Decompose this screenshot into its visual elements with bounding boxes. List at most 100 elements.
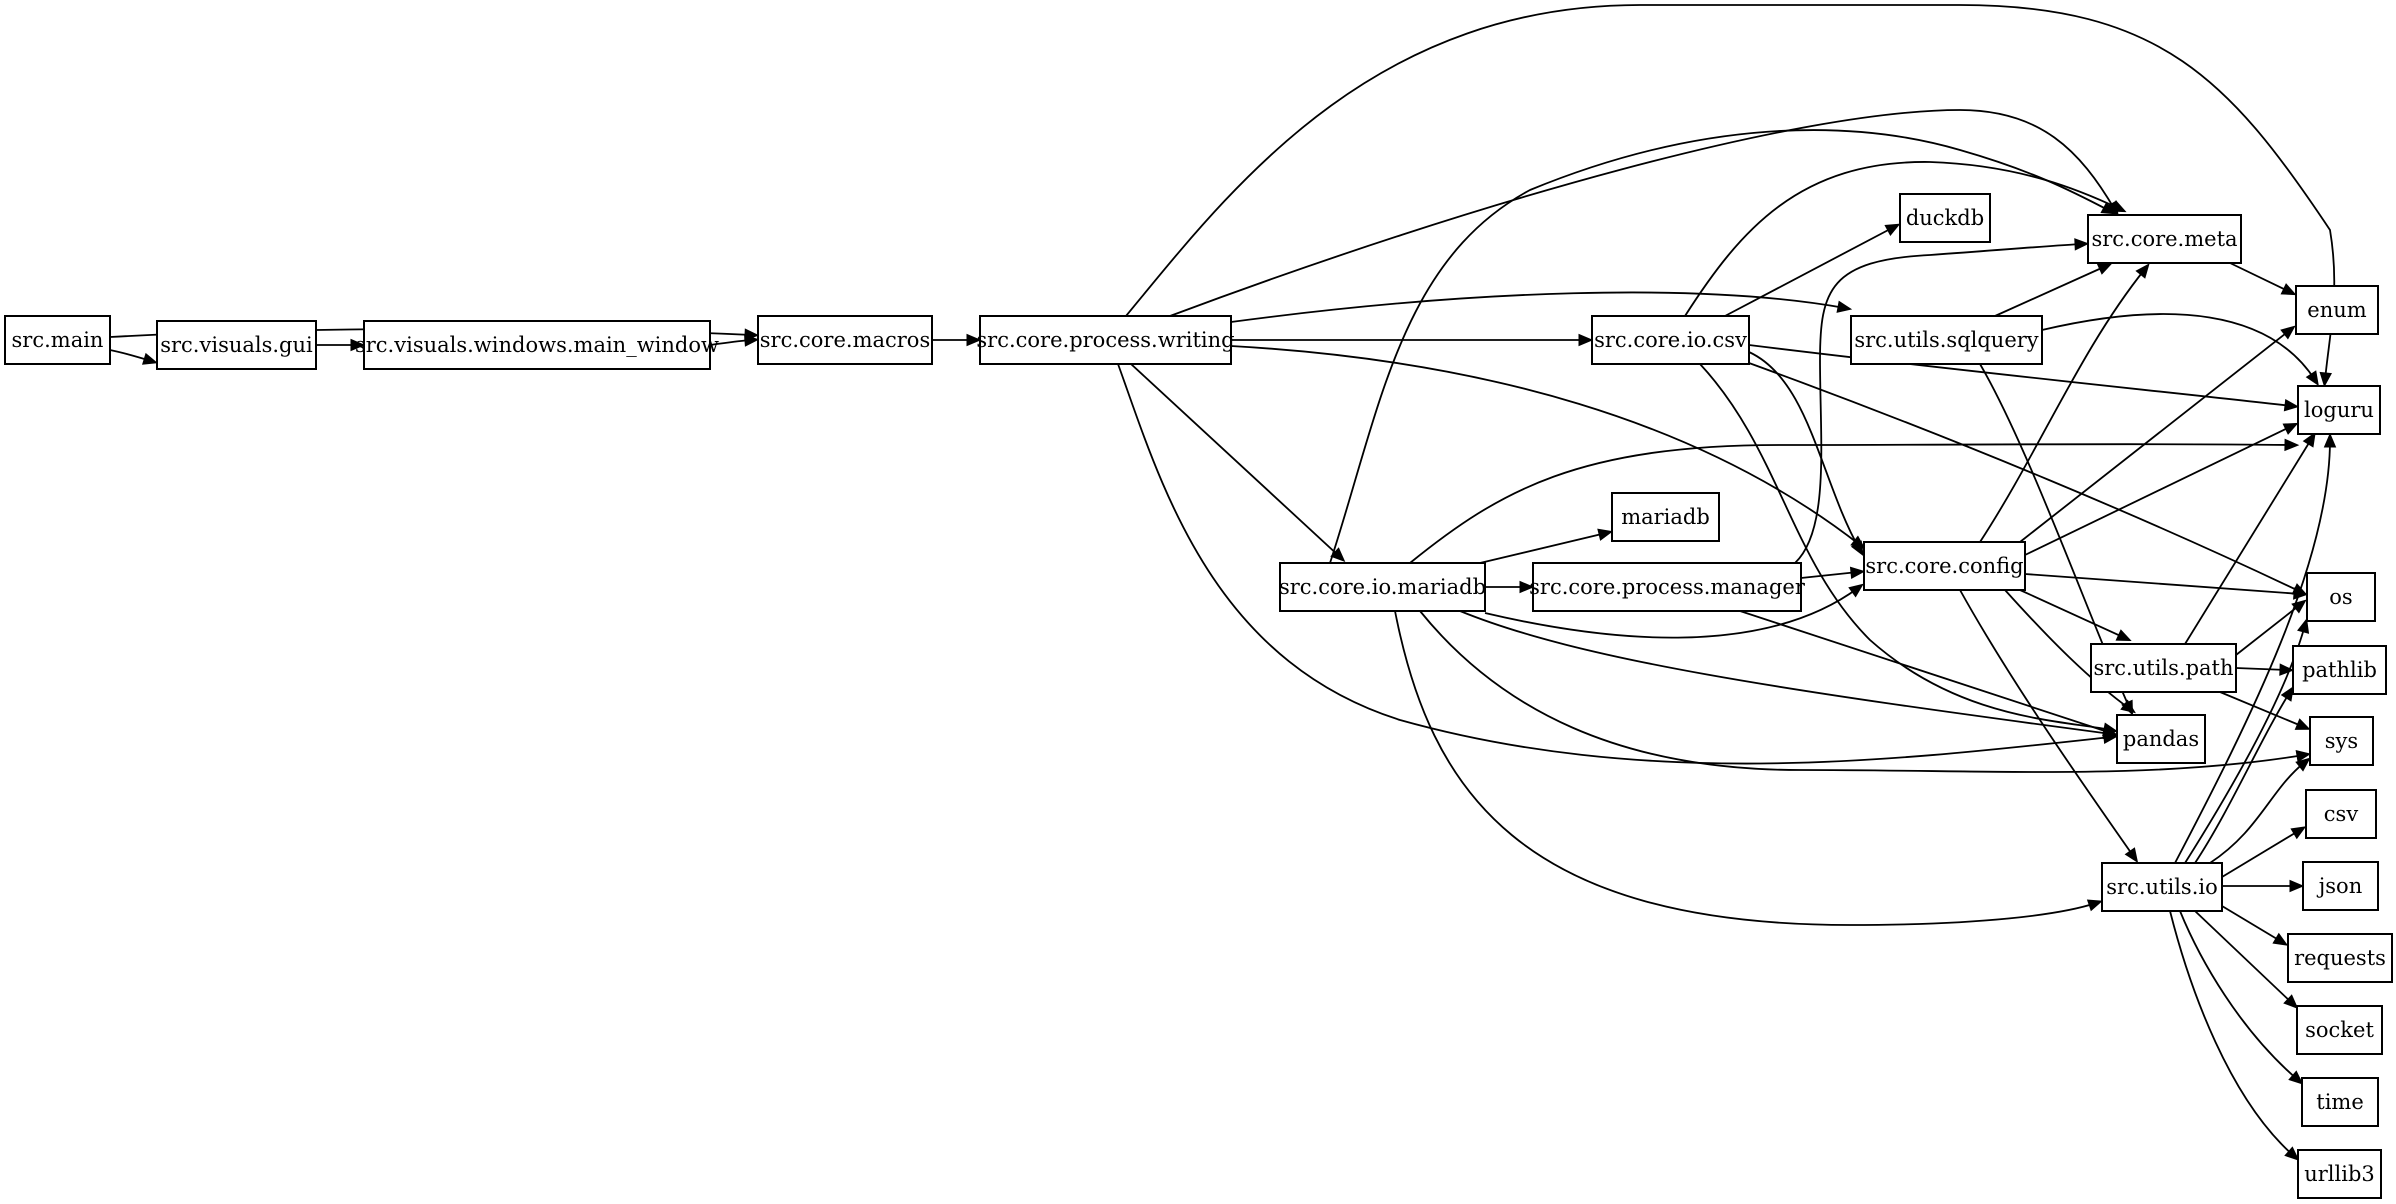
node-mariadb: mariadb	[1611, 492, 1720, 542]
node-main: src.main	[4, 315, 111, 365]
arrowhead-icon	[2294, 718, 2311, 730]
node-path: src.utils.path	[2090, 643, 2237, 693]
node-box	[1591, 315, 1750, 365]
arrowhead-icon	[2101, 724, 2118, 737]
edge-line	[1748, 344, 2293, 407]
arrowhead-icon	[1849, 566, 1866, 580]
edge-line	[1329, 129, 2111, 564]
edge-writing-to-csvmod	[1231, 333, 1594, 347]
edge-line	[1409, 443, 2293, 564]
node-label: json	[2316, 874, 2362, 898]
edge-line	[1419, 610, 2305, 773]
edge-manager-to-pandas	[1739, 610, 2118, 737]
node-label: socket	[2305, 1018, 2374, 1042]
edge-line	[1979, 268, 2146, 543]
edge-line	[2235, 667, 2288, 671]
node-csvmod: src.core.io.csv	[1591, 315, 1750, 365]
arrowhead-icon	[2284, 438, 2300, 452]
edge-io-to-pathlib	[2194, 685, 2294, 864]
edge-io-to-socket	[2194, 910, 2299, 1009]
node-pandas: pandas	[2116, 714, 2206, 764]
node-label: duckdb	[1906, 206, 1984, 230]
edge-line	[1724, 226, 1895, 317]
edge-line	[1479, 532, 1607, 564]
node-box	[757, 315, 933, 365]
arrowhead-icon	[2280, 685, 2294, 702]
edge-mariadbmod-to-manager	[1485, 580, 1535, 594]
arrowhead-icon	[2086, 899, 2103, 912]
node-macros: src.core.macros	[757, 315, 933, 365]
node-box	[2297, 385, 2381, 435]
arrowhead-icon	[2283, 398, 2300, 412]
edge-writing-to-config	[1230, 345, 1866, 550]
node-pathlib: pathlib	[2292, 645, 2387, 695]
edge-csvmod-to-loguru	[1748, 344, 2300, 412]
arrowhead-icon	[2302, 431, 2316, 448]
node-box	[2302, 861, 2379, 911]
edge-io-to-time	[2179, 910, 2304, 1085]
arrowhead-icon	[2305, 370, 2319, 387]
node-label: src.utils.io	[2106, 875, 2217, 899]
node-box	[1279, 562, 1486, 612]
edge-line	[1959, 589, 2135, 858]
edge-line	[2004, 589, 2131, 710]
node-box	[1850, 315, 2043, 365]
arrowhead-icon	[2283, 994, 2299, 1009]
arrowhead-icon	[2074, 238, 2090, 251]
edge-csvmod-to-config	[1748, 351, 1864, 557]
edges-layer	[109, 4, 2337, 1161]
arrowhead-icon	[2280, 325, 2296, 340]
node-label: requests	[2294, 946, 2386, 970]
edge-io-to-json	[2222, 879, 2305, 893]
node-label: src.main	[12, 328, 104, 352]
arrowhead-icon	[2135, 263, 2150, 279]
node-box	[2116, 714, 2206, 764]
edge-meta-to-enum	[2229, 262, 2297, 296]
arrowhead-icon	[2096, 262, 2113, 275]
edge-mariadbmod-to-loguru	[1409, 438, 2300, 564]
edge-line	[1125, 4, 2336, 381]
node-box	[2101, 862, 2223, 912]
node-box	[156, 320, 317, 370]
node-label: urllib3	[2304, 1162, 2375, 1186]
edge-line	[2184, 437, 2313, 645]
node-json: json	[2302, 861, 2379, 911]
node-meta: src.core.meta	[2087, 214, 2242, 264]
edge-io-to-loguru	[2174, 432, 2337, 864]
edge-config-to-enum	[2019, 325, 2296, 543]
arrowhead-icon	[2319, 371, 2333, 388]
node-gui: src.visuals.gui	[156, 320, 317, 370]
edge-line	[2019, 589, 2126, 639]
node-label: src.core.config	[1865, 554, 2023, 578]
arrowhead-icon	[1597, 528, 1614, 541]
edge-line	[1459, 610, 2112, 735]
edge-io-to-csv	[2221, 826, 2307, 878]
node-time: time	[2301, 1077, 2379, 1127]
node-label: pandas	[2123, 727, 2199, 751]
node-box	[2296, 1005, 2383, 1055]
edge-line	[2041, 313, 2316, 381]
edge-csvmod-to-meta	[1684, 161, 2127, 317]
node-label: os	[2329, 585, 2352, 609]
edge-io-to-urllib3	[2169, 910, 2300, 1161]
node-writing: src.core.process.writing	[976, 315, 1235, 365]
edge-line	[2024, 425, 2293, 556]
arrowhead-icon	[966, 333, 982, 347]
arrowhead-icon	[744, 334, 760, 347]
node-requests: requests	[2287, 933, 2393, 983]
node-label: sys	[2325, 729, 2358, 753]
edge-line	[2235, 603, 2302, 656]
node-label: time	[2316, 1090, 2364, 1114]
edge-sqlquery-to-meta	[1994, 262, 2113, 317]
arrowhead-icon	[2282, 422, 2299, 435]
edge-line	[2174, 439, 2331, 864]
arrowhead-icon	[2279, 663, 2295, 676]
node-label: src.visuals.gui	[160, 333, 313, 357]
edge-line	[1230, 345, 1861, 546]
node-label: src.utils.path	[2093, 656, 2233, 680]
node-box	[2090, 643, 2237, 693]
edge-line	[2194, 910, 2294, 1005]
arrowhead-icon	[2290, 826, 2307, 840]
edge-path-to-pathlib	[2235, 663, 2295, 676]
